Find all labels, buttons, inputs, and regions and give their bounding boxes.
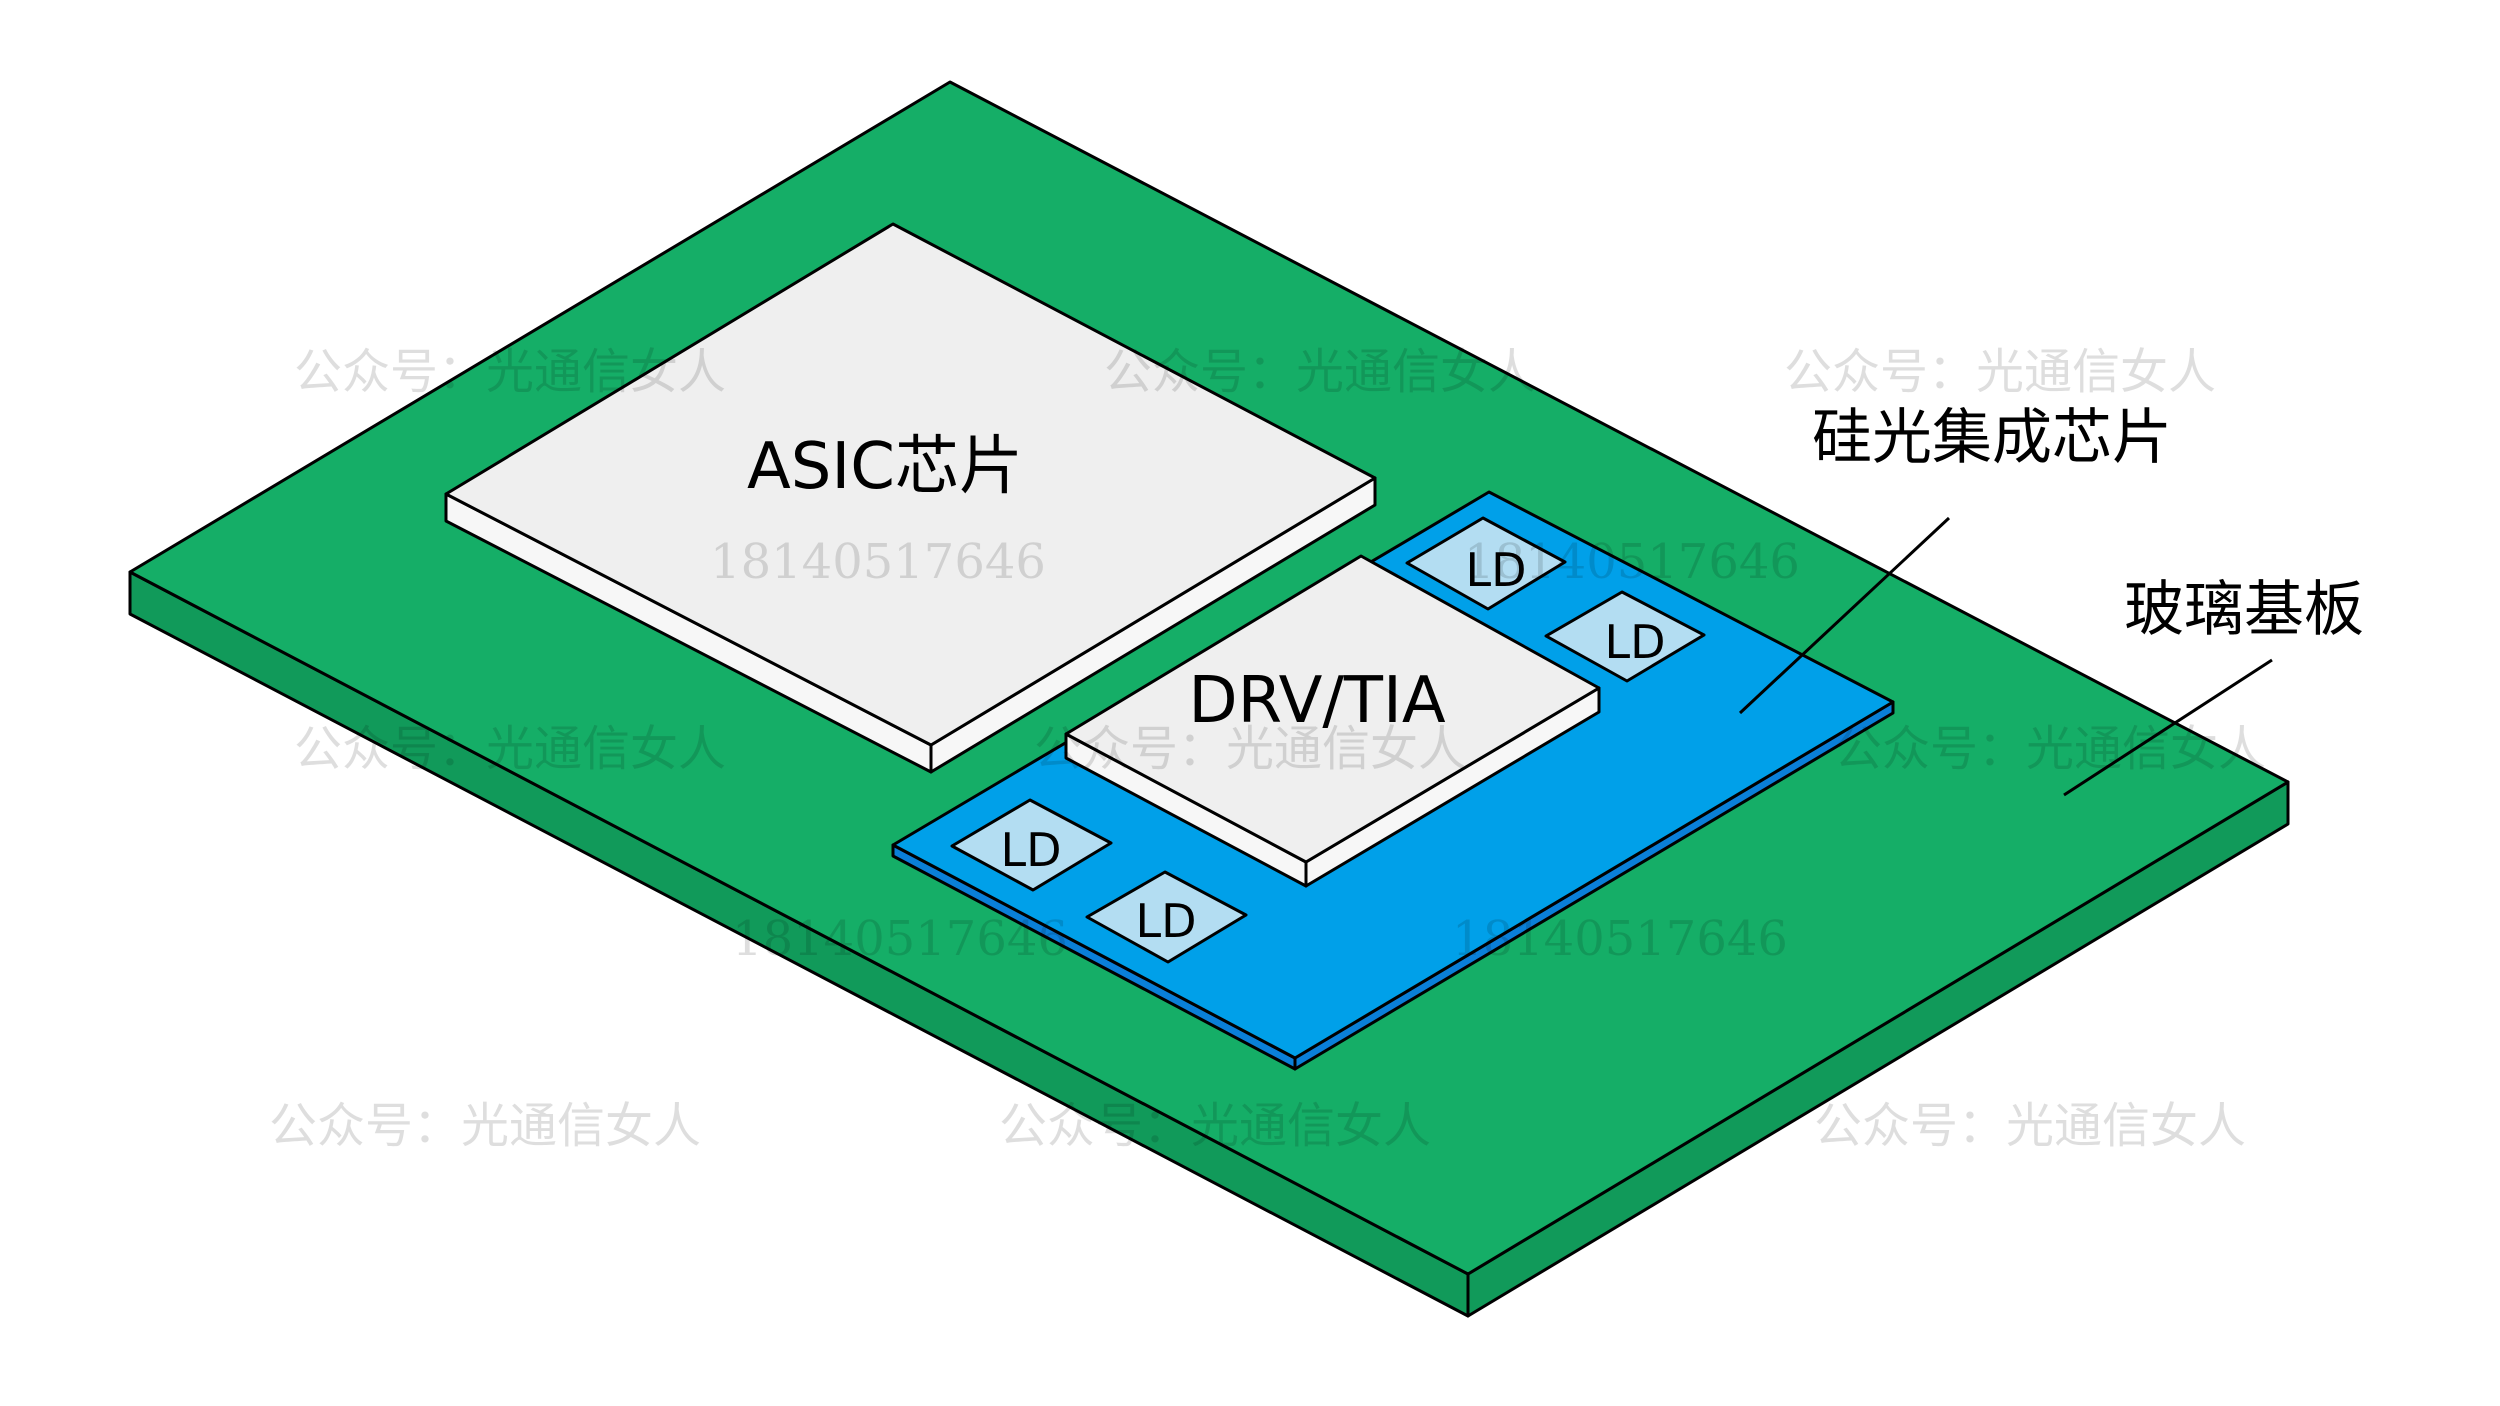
ld-chip: LD (1544, 590, 1706, 683)
watermark-account: 公众号：光通信女人 (294, 344, 726, 400)
watermark-account: 公众号：光通信女人 (1104, 344, 1536, 400)
watermark-account: 公众号：光通信女人 (269, 1098, 701, 1154)
ld-label: LD (1465, 543, 1526, 597)
drv-tia-chip (1064, 554, 1601, 888)
silicon-photonics-label: 硅光集成芯片 (1812, 403, 2172, 473)
ld-label: LD (1604, 615, 1665, 669)
watermark-account: 公众号：光通信女人 (1814, 1098, 2246, 1154)
watermark-phone: 18140517646 (1464, 534, 1800, 590)
ld-label: LD (1000, 823, 1061, 877)
watermark-phone: 18140517646 (1452, 911, 1788, 967)
ld-chip: LD (950, 798, 1113, 892)
watermark-phone: 18140517646 (710, 534, 1046, 590)
ld-chip: LD (1085, 870, 1248, 964)
watermark-phone: 18140517646 (732, 911, 1068, 967)
watermark-account: 公众号：光通信女人 (294, 721, 726, 777)
ld-label: LD (1135, 894, 1196, 948)
watermark-account: 公众号：光通信女人 (999, 1098, 1431, 1154)
watermark-account: 公众号：光通信女人 (1784, 344, 2216, 400)
ld-chip: LD (1405, 516, 1567, 611)
asic-chip (444, 222, 1377, 774)
watermark-account: 公众号：光通信女人 (1034, 721, 1466, 777)
silicon-photonics-leader-line (1738, 516, 1951, 715)
watermark-account: 公众号：光通信女人 (1834, 721, 2266, 777)
glass-substrate-label: 玻璃基板 (2124, 575, 2364, 645)
watermarks: 公众号：光通信女人 公众号：光通信女人 公众号：光通信女人 公众号：光通信女人 … (269, 344, 2266, 1154)
asic-label: ASIC芯片 (747, 430, 1023, 504)
glass-substrate-leader-line (2063, 658, 2273, 797)
drv-tia-label: DRV/TIA (1188, 664, 1446, 738)
